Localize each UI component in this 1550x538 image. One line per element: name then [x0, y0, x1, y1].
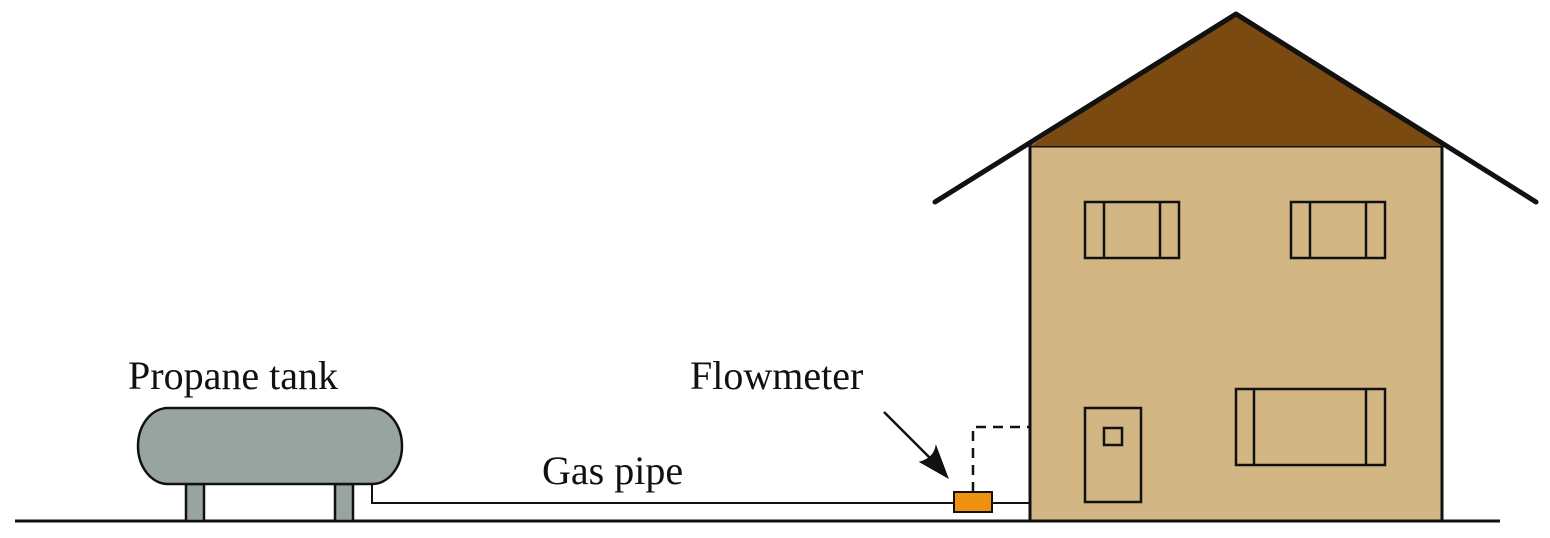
- tank-leg-left: [184, 482, 206, 523]
- house-roof-outline: [932, 11, 1539, 205]
- house-door: [1083, 406, 1143, 504]
- window-lower-right: [1234, 387, 1387, 467]
- propane-tank: [136, 406, 404, 486]
- propane-tank-label: Propane tank: [128, 353, 338, 398]
- flowmeter-label: Flowmeter: [690, 353, 864, 398]
- door-window: [1102, 426, 1124, 447]
- gas-pipe-label: Gas pipe: [542, 448, 684, 493]
- gas-pipe: [371, 484, 954, 504]
- house-roof: [1030, 14, 1442, 146]
- flowmeter-pointer-line: [883, 411, 937, 465]
- window-upper-left: [1083, 200, 1181, 260]
- tank-leg-right: [333, 482, 355, 523]
- window-upper-right: [1289, 200, 1387, 260]
- signal-line: [971, 425, 1030, 492]
- flowmeter: [953, 491, 993, 513]
- flowmeter-pointer-arrowhead: [918, 444, 949, 480]
